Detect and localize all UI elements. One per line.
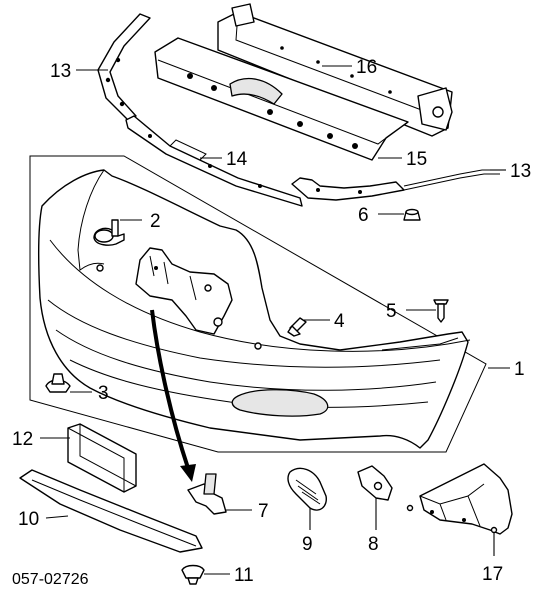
- callout-4: 4: [334, 311, 345, 332]
- bumper-support: [125, 115, 303, 207]
- screw: [287, 317, 307, 337]
- clip-small: [181, 564, 205, 585]
- callout-6: 6: [358, 205, 369, 226]
- splash-shield: [406, 463, 513, 535]
- nut: [403, 208, 421, 221]
- license-plate-bracket: [67, 423, 137, 493]
- callout-2: 2: [150, 211, 161, 232]
- mounting-arrow: [150, 309, 196, 482]
- callout-5: 5: [386, 301, 397, 322]
- callout-1: 1: [514, 359, 525, 380]
- callout-13-right: 13: [510, 161, 531, 182]
- bumper-bracket-left: [97, 13, 151, 121]
- energy-absorber: [154, 37, 409, 161]
- callout-9: 9: [302, 534, 313, 555]
- callout-7: 7: [258, 501, 269, 522]
- callout-11: 11: [234, 565, 254, 586]
- callout-16: 16: [356, 57, 377, 78]
- fog-lamp-bracket: [357, 465, 393, 501]
- callout-12: 12: [12, 429, 33, 450]
- clip-pin: [433, 299, 449, 323]
- fog-lamp-cover: [287, 467, 327, 511]
- callout-13-left: 13: [50, 61, 71, 82]
- bumper-reinforcement: [217, 3, 453, 137]
- callout-15: 15: [406, 149, 427, 170]
- clip: [93, 219, 125, 246]
- callout-10: 10: [18, 509, 39, 530]
- bumper-cover: [37, 169, 471, 449]
- callout-14: 14: [226, 149, 248, 170]
- retainer-bracket: [187, 473, 227, 515]
- lower-trim: [19, 469, 203, 553]
- clip-push: [45, 373, 71, 393]
- callout-3: 3: [98, 383, 109, 404]
- figure-code: 057-02726: [12, 571, 89, 588]
- callout-17: 17: [482, 564, 503, 585]
- callout-8: 8: [368, 534, 379, 555]
- assembly-outline-box: [29, 155, 487, 453]
- leader-lines: [40, 65, 510, 575]
- bumper-bracket-right: [291, 169, 500, 201]
